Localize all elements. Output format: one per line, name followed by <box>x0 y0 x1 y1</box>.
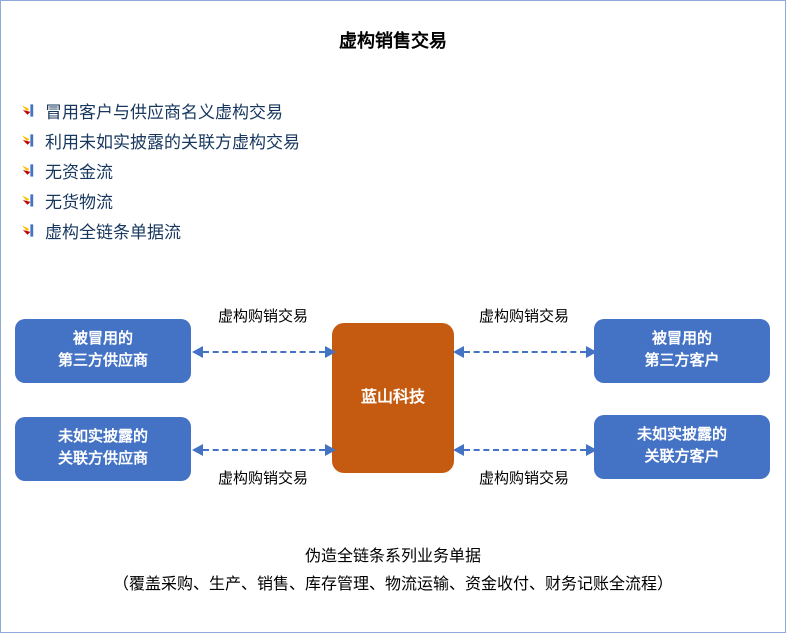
pushpin-bullet-icon <box>21 104 34 117</box>
bullet-text: 无资金流 <box>45 162 113 182</box>
arrow-label-bottom-right: 虚构购销交易 <box>478 471 569 487</box>
dashed-double-arrow-top-left <box>192 346 336 358</box>
box-label-line: 被冒用的 <box>651 331 712 348</box>
arrow-label-top-right: 虚构购销交易 <box>478 309 569 325</box>
box-label-line: 第三方客户 <box>644 353 720 369</box>
box-company-center: 蓝山科技 <box>332 323 454 473</box>
box-label-line: 被冒用的 <box>72 331 133 348</box>
bullet-text: 无货物流 <box>45 192 113 212</box>
arrow-label-top-left: 虚构购销交易 <box>217 309 308 325</box>
box-label-line: 蓝山科技 <box>360 389 425 407</box>
arrow-label-bottom-left: 虚构购销交易 <box>217 471 308 487</box>
pushpin-bullet-icon <box>21 134 34 147</box>
box-label-line: 关联方客户 <box>644 449 720 465</box>
box-impersonated-customer: 被冒用的 第三方客户 <box>594 319 770 383</box>
box-label-line: 未如实披露的 <box>57 429 148 446</box>
dashed-double-arrow-bottom-left <box>192 444 336 456</box>
box-label-line: 关联方供应商 <box>57 451 148 467</box>
bullet-list: 冒用客户与供应商名义虚构交易 利用未如实披露的关联方虚构交易 无资金流 <box>21 95 300 245</box>
pushpin-bullet-icon <box>21 194 34 207</box>
pushpin-bullet-icon <box>21 224 34 237</box>
bullet-text: 利用未如实披露的关联方虚构交易 <box>45 132 300 152</box>
list-item: 冒用客户与供应商名义虚构交易 <box>21 95 300 125</box>
list-item: 利用未如实披露的关联方虚构交易 <box>21 125 300 155</box>
bullet-text: 虚构全链条单据流 <box>45 222 181 242</box>
page-title: 虚构销售交易 <box>339 31 447 51</box>
dashed-double-arrow-top-right <box>453 346 597 358</box>
box-impersonated-supplier: 被冒用的 第三方供应商 <box>15 319 191 383</box>
pushpin-bullet-icon <box>21 164 34 177</box>
footer-detail-line: （覆盖采购、生产、销售、库存管理、物流运输、资金收付、财务记账全流程） <box>112 576 673 593</box>
box-label-line: 第三方供应商 <box>57 353 148 369</box>
box-undisclosed-related-customer: 未如实披露的 关联方客户 <box>594 415 770 479</box>
list-item: 无资金流 <box>21 155 300 185</box>
box-undisclosed-related-supplier: 未如实披露的 关联方供应商 <box>15 417 191 481</box>
footer-summary-line: 伪造全链条系列业务单据 <box>304 548 481 565</box>
bullet-text: 冒用客户与供应商名义虚构交易 <box>45 102 283 122</box>
list-item: 虚构全链条单据流 <box>21 215 300 245</box>
list-item: 无货物流 <box>21 185 300 215</box>
box-label-line: 未如实披露的 <box>636 427 727 444</box>
dashed-double-arrow-bottom-right <box>453 444 597 456</box>
